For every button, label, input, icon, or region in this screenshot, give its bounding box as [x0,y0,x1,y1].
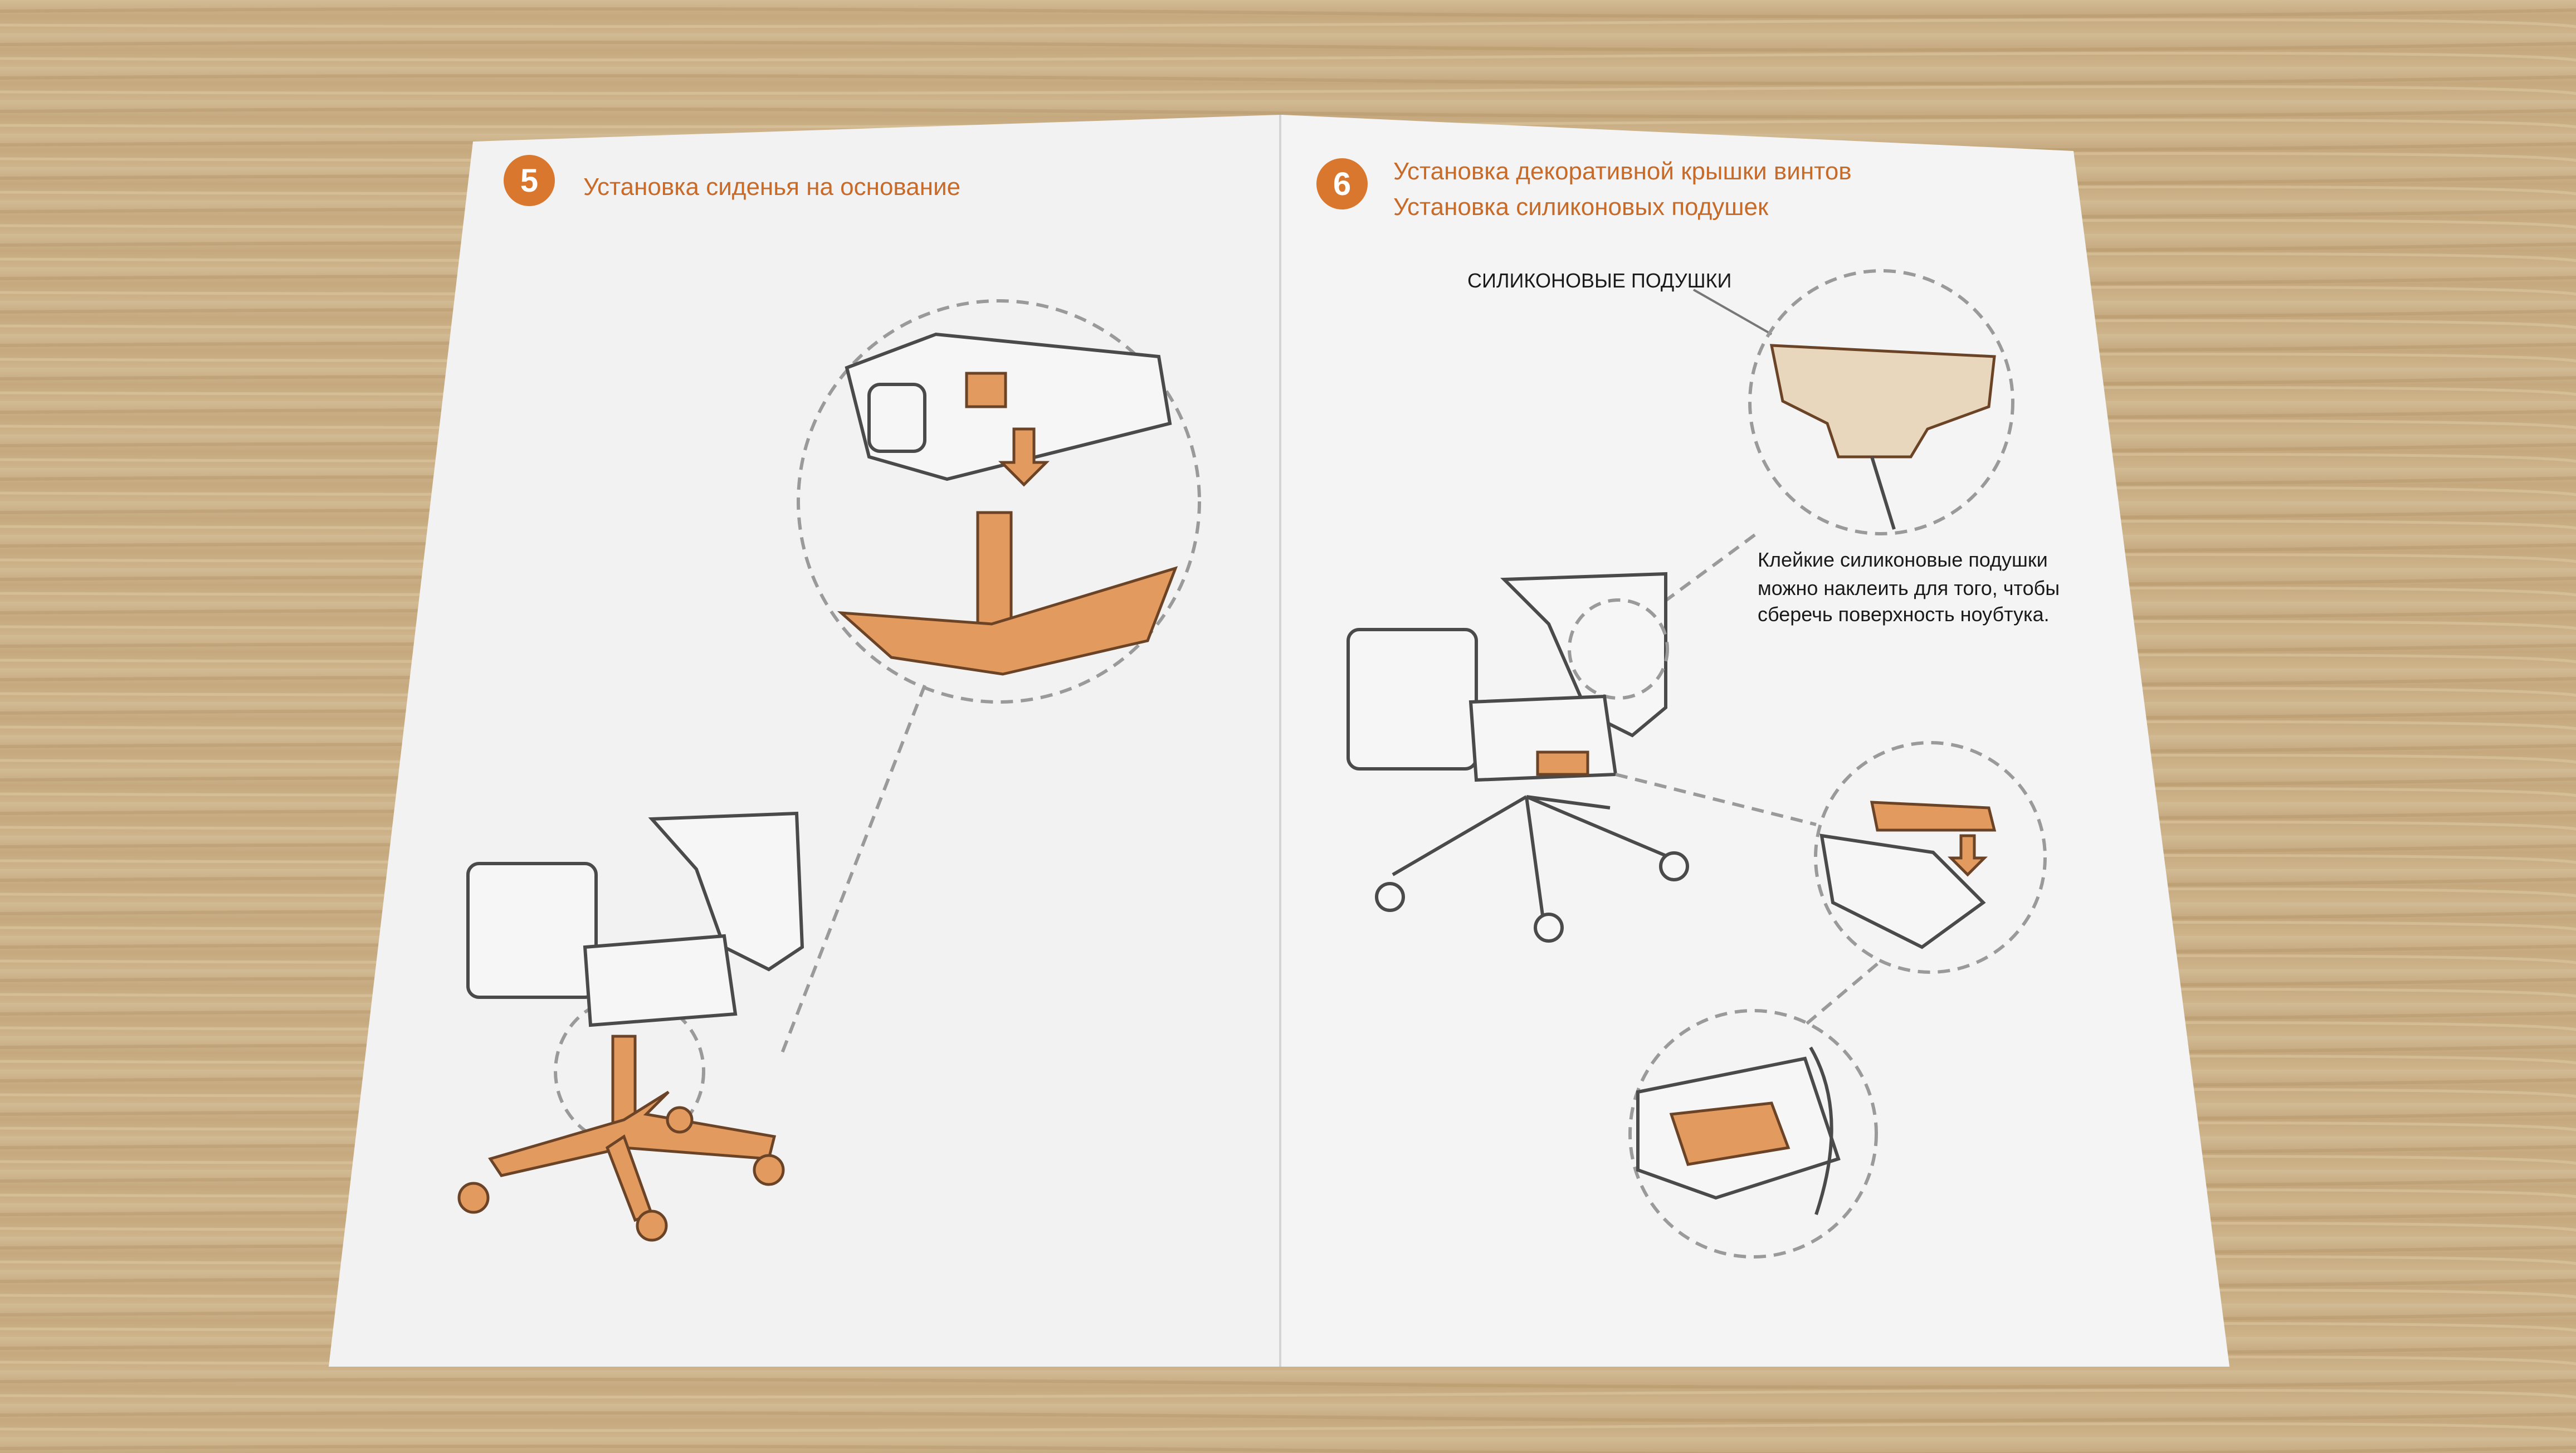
step-badge [1316,158,1368,209]
leader-line [778,684,926,1060]
leader-line [1615,773,1817,826]
seat-mechanism-detail-illustration [797,299,1201,704]
callout-label: СИЛИКОНОВЫЕ ПОДУШКИ [1467,269,1731,292]
step-number: 6 [1333,166,1351,202]
cover-install-detail-illustration [1814,741,2047,974]
step-number: 5 [520,163,538,199]
leader-line [1804,962,1879,1027]
callout-pointer [1693,289,1772,335]
note-line: сберечь поверхность ноубтука. [1758,603,2050,626]
step-title-line2: Установка силиконовых подушек [1393,193,1769,221]
assembled-chair-illustration [1346,572,1689,943]
cover-installed-detail-illustration [1628,1009,1878,1259]
left-page: 5 Установка сиденья на основание [329,115,1281,1367]
right-page: 6 Установка декоративной крышки винтов У… [1281,115,2229,1367]
note-text: Клейкие силиконовые подушки можно наклеи… [1758,548,2060,626]
silicone-pads-detail-illustration [1748,269,2014,535]
note-line: можно наклеить для того, чтобы [1758,577,2060,599]
chair-seat-on-base-illustration [457,811,804,1242]
step-title-line1: Установка декоративной крышки винтов [1393,158,1852,185]
step-title: Установка сиденья на основание [583,173,960,201]
note-line: Клейкие силиконовые подушки [1758,548,2048,571]
step-badge [504,155,555,206]
